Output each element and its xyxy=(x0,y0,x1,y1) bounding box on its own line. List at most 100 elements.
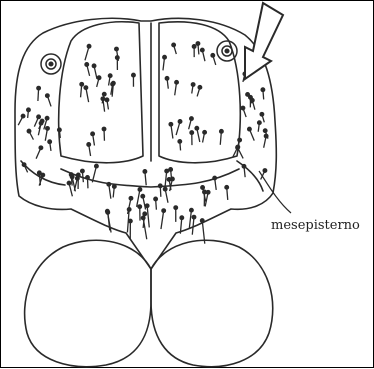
mesepisterno-label: mesepisterno xyxy=(271,218,360,233)
bristle-socket xyxy=(95,164,99,168)
bristle-socket xyxy=(80,82,84,86)
bristle-socket xyxy=(192,45,196,49)
bristle-socket xyxy=(174,206,178,210)
bristle-socket xyxy=(213,176,217,180)
left-notal-lobe xyxy=(59,22,143,163)
bristle-socket xyxy=(87,44,91,48)
bristle-socket xyxy=(113,185,117,189)
bristle-socket xyxy=(248,127,252,131)
bristle-socket xyxy=(165,77,169,81)
bristle-socket xyxy=(172,43,176,47)
bristle-socket xyxy=(261,88,265,92)
bristle-socket xyxy=(263,169,267,173)
bristle-socket xyxy=(81,169,85,173)
bristle xyxy=(143,218,147,239)
bristle-socket xyxy=(258,121,262,125)
bristle-socket xyxy=(86,176,90,180)
right-lower-lobe xyxy=(151,240,273,366)
bristle-socket xyxy=(203,131,207,135)
left-lower-lobe xyxy=(25,240,151,366)
bristle-socket xyxy=(127,208,131,212)
bristle-socket xyxy=(190,208,194,212)
bristle-socket xyxy=(143,212,147,216)
bristle-socket xyxy=(141,216,145,220)
bristle-socket xyxy=(225,186,229,190)
bristle-socket xyxy=(241,106,245,110)
bristle-socket xyxy=(132,73,136,77)
bristle-socket xyxy=(195,126,199,130)
bristle-socket xyxy=(238,138,242,142)
bristle-socket xyxy=(190,131,194,135)
bristle-socket xyxy=(27,129,31,133)
bristle-socket xyxy=(171,177,175,181)
bristle-socket xyxy=(260,112,264,116)
bristle-socket xyxy=(206,190,210,194)
bristle-socket xyxy=(190,117,194,121)
bristle-socket xyxy=(236,145,240,149)
bristle-socket xyxy=(69,173,73,177)
bristle-socket xyxy=(165,169,169,173)
bristle-socket xyxy=(264,134,268,138)
bristle-socket xyxy=(129,196,133,200)
bristle-socket xyxy=(129,219,133,223)
bristle-socket xyxy=(145,204,149,208)
bristle-socket xyxy=(192,215,196,219)
bristle xyxy=(189,210,191,228)
bristle-socket xyxy=(112,81,116,85)
bristle-socket xyxy=(85,63,89,67)
bristle-socket xyxy=(251,98,255,102)
bristle-socket xyxy=(138,188,142,192)
bristle-socket xyxy=(211,54,215,58)
bristle-socket xyxy=(92,64,96,68)
bristle-socket xyxy=(101,97,105,101)
bristle-socket xyxy=(115,47,119,51)
bristle-socket xyxy=(196,42,200,46)
bristle-socket xyxy=(201,48,205,52)
bristle-socket xyxy=(169,168,173,172)
bristle-socket xyxy=(220,130,224,134)
bristle-socket xyxy=(242,165,246,169)
bristle-socket xyxy=(169,122,173,126)
bristle-socket xyxy=(27,108,31,112)
bristle-socket xyxy=(191,83,195,87)
bristle-socket xyxy=(175,81,179,85)
bristle-socket xyxy=(180,216,184,220)
bristle-socket xyxy=(48,140,52,144)
bristle-socket xyxy=(138,205,142,209)
bristle-socket xyxy=(162,209,166,213)
bristle xyxy=(147,206,149,228)
bristle-socket xyxy=(105,98,109,102)
bristle-socket xyxy=(108,74,112,78)
bristle-socket xyxy=(97,76,101,80)
bristle-socket xyxy=(107,182,111,186)
bristle-socket xyxy=(178,120,182,124)
bristle-socket xyxy=(41,173,45,177)
bristle-socket xyxy=(154,197,158,201)
right-suture xyxy=(237,161,263,191)
bristle-socket xyxy=(106,209,110,213)
bristle-socket xyxy=(201,186,205,190)
bristle-socket xyxy=(67,181,71,185)
bristle-socket xyxy=(163,187,167,191)
bristle-socket xyxy=(102,127,106,131)
bristle-socket xyxy=(21,114,25,118)
bristle-socket xyxy=(39,146,43,150)
bristle-socket xyxy=(22,163,26,167)
bristle-socket xyxy=(37,86,41,90)
bristle-socket xyxy=(143,170,147,174)
bristle-socket xyxy=(246,93,250,97)
bristle-socket xyxy=(102,92,106,96)
bristle xyxy=(161,211,164,229)
bristle-socket xyxy=(163,55,167,59)
bristle-socket xyxy=(178,140,182,144)
bristle-socket xyxy=(200,219,204,223)
bristle-socket xyxy=(39,121,43,125)
bristle xyxy=(192,217,194,234)
bristle-socket xyxy=(37,115,41,119)
bristle-socket xyxy=(46,127,50,131)
bristle-socket xyxy=(116,56,120,60)
bristle-socket xyxy=(263,129,267,133)
bristle-socket xyxy=(45,116,49,120)
